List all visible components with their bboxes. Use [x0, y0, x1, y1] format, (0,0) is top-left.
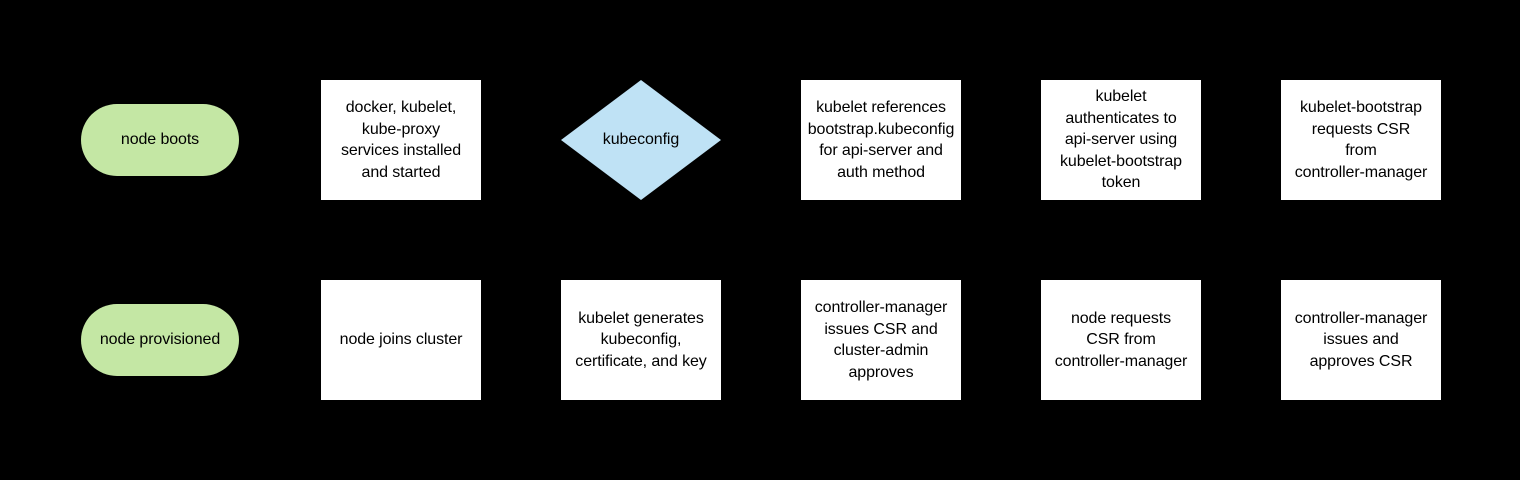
flow-node-controller-manager-issues-csr[interactable]: controller-manager issues CSR and cluste… — [801, 280, 961, 400]
flow-node-services-installed[interactable]: docker, kubelet, kube-proxy services ins… — [321, 80, 481, 200]
flow-node-controller-manager-issues-approves[interactable]: controller-manager issues and approves C… — [1281, 280, 1441, 400]
flow-node-label: node joins cluster — [339, 331, 463, 349]
flow-node-node-requests-csr[interactable]: node requests CSR from controller-manage… — [1041, 280, 1201, 400]
flow-node-node-provisioned[interactable]: node provisioned — [81, 304, 239, 376]
flow-node-label: controller-manager issues and approves C… — [1294, 309, 1428, 370]
decision-diamond-shape — [561, 80, 721, 200]
flow-node-kubelet-bootstrap-requests-csr[interactable]: kubelet-bootstrap requests CSR from cont… — [1281, 80, 1441, 200]
flow-node-label: kubelet generates kubeconfig, certificat… — [575, 309, 707, 370]
flow-node-label: node requests CSR from controller-manage… — [1054, 309, 1188, 370]
flow-node-kubelet-references-bootstrap[interactable]: kubelet references bootstrap.kubeconfig … — [801, 80, 961, 200]
flow-node-node-boots[interactable]: node boots — [81, 104, 239, 176]
flow-node-kubelet-authenticates[interactable]: kubelet authenticates to api-server usin… — [1041, 80, 1201, 200]
flow-node-label: kubelet references bootstrap.kubeconfig … — [807, 99, 955, 181]
flow-node-node-joins-cluster[interactable]: node joins cluster — [321, 280, 481, 400]
flow-node-label: controller-manager issues CSR and cluste… — [814, 299, 948, 381]
flow-node-label: docker, kubelet, kube-proxy services ins… — [340, 99, 462, 181]
flow-node-kubelet-generates[interactable]: kubelet generates kubeconfig, certificat… — [561, 280, 721, 400]
flow-node-kubeconfig[interactable]: kubeconfig — [561, 80, 721, 200]
flow-node-label: node boots — [120, 131, 200, 149]
flow-node-label: kubelet-bootstrap requests CSR from cont… — [1294, 99, 1428, 181]
flow-node-label: node provisioned — [99, 331, 221, 349]
flow-node-label: kubeconfig — [602, 131, 680, 149]
flow-node-label: kubelet authenticates to api-server usin… — [1060, 88, 1182, 192]
